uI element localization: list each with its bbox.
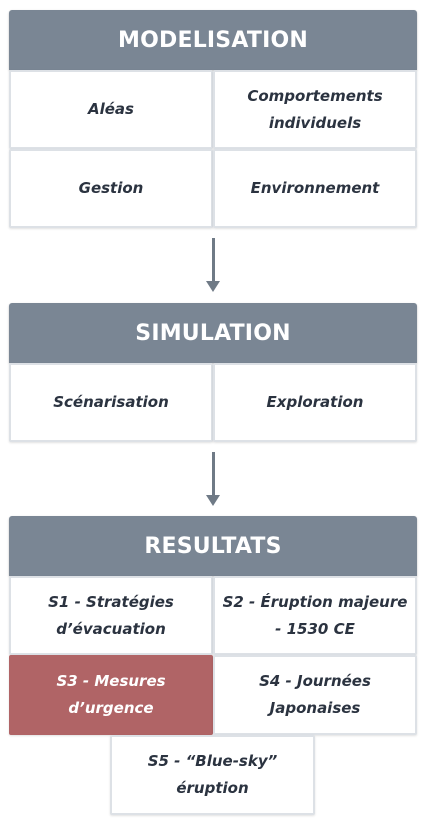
resultats-item-s4: S4 - Journées Japonaises [213, 655, 417, 735]
flow-arrow-down-icon [206, 238, 220, 292]
resultats-item-s5: S5 - “Blue-sky” éruption [110, 735, 315, 815]
simulation-item-exploration: Exploration [213, 363, 417, 442]
resultats-item-s2: S2 - Éruption majeure - 1530 CE [213, 576, 417, 655]
resultats-header: RESULTATS [9, 516, 417, 576]
modelisation-item-environnement: Environnement [213, 149, 417, 228]
resultats-item-s3: S3 - Mesures d’urgence [9, 655, 213, 735]
modelisation-item-aleas: Aléas [9, 70, 213, 149]
modelisation-header: MODELISATION [9, 10, 417, 70]
flow-arrow-down-icon [206, 452, 220, 506]
modelisation-item-comportements: Comportements individuels [213, 70, 417, 149]
simulation-header: SIMULATION [9, 303, 417, 363]
modelisation-item-gestion: Gestion [9, 149, 213, 228]
simulation-item-scenarisation: Scénarisation [9, 363, 213, 442]
resultats-item-s1: S1 - Stratégies d’évacuation [9, 576, 213, 655]
